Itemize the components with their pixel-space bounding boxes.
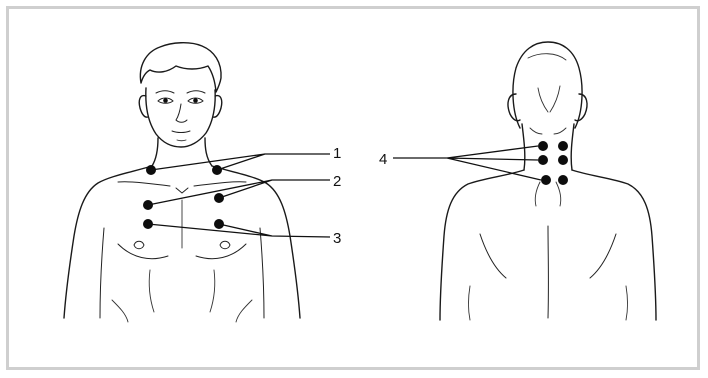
- back-neck-crease-left: [530, 128, 542, 134]
- front-abdomen-right: [210, 270, 215, 312]
- front-points: [143, 165, 224, 229]
- front-clavicle-right: [194, 182, 246, 186]
- front-armpit-right: [236, 300, 252, 322]
- front-nipple-left: [134, 241, 144, 249]
- front-torso-left: [64, 166, 152, 318]
- back-scapula-left: [480, 234, 506, 278]
- leader-3: [148, 224, 330, 237]
- back-trap-right: [556, 182, 561, 206]
- point-4-middle-left: [538, 155, 548, 165]
- front-hair: [140, 43, 221, 92]
- front-mouth: [172, 131, 190, 133]
- back-arm-inner-left: [469, 286, 471, 320]
- back-head: [513, 42, 582, 128]
- label-2: 2: [333, 173, 341, 190]
- back-hair-line: [528, 54, 566, 60]
- back-neck-crease-right: [554, 128, 566, 134]
- leader-1: [151, 154, 330, 170]
- back-neck-left: [522, 124, 525, 170]
- point-4-middle-right: [558, 155, 568, 165]
- front-neck-left: [152, 138, 158, 166]
- front-pupil-right: [193, 98, 198, 103]
- back-hair-strand-2: [550, 86, 560, 112]
- front-armpit-left: [112, 300, 128, 322]
- back-hair-strand-1: [538, 88, 548, 112]
- back-trap-left: [535, 182, 540, 206]
- back-arm-inner-right: [626, 286, 628, 320]
- leader-2: [148, 180, 330, 205]
- point-4-lower-right: [558, 175, 568, 185]
- back-torso-right: [572, 170, 656, 320]
- front-abdomen-left: [149, 270, 154, 312]
- point-4-upper-right: [558, 141, 568, 151]
- front-leaders: [148, 154, 330, 237]
- front-sternal-notch: [176, 188, 188, 193]
- back-points: [538, 141, 568, 185]
- back-scapula-right: [590, 234, 616, 278]
- label-4: 4: [379, 151, 387, 168]
- point-4-lower-left: [541, 175, 551, 185]
- back-torso-left: [440, 170, 524, 320]
- leader-4: [393, 146, 541, 180]
- back-leaders: [393, 146, 541, 180]
- back-neck-right: [571, 124, 574, 170]
- label-1: 1: [333, 145, 341, 162]
- front-arm-inner-left: [100, 228, 104, 318]
- front-nipple-right: [220, 241, 230, 249]
- front-arm-inner-right: [260, 228, 264, 318]
- front-pupil-left: [163, 98, 168, 103]
- front-clavicle-left: [118, 182, 170, 186]
- front-eyebrow-left: [156, 91, 174, 93]
- front-eyebrow-right: [187, 91, 205, 93]
- front-chin: [177, 140, 186, 141]
- front-nose: [176, 104, 187, 122]
- label-3: 3: [333, 230, 341, 247]
- point-4-upper-left: [538, 141, 548, 151]
